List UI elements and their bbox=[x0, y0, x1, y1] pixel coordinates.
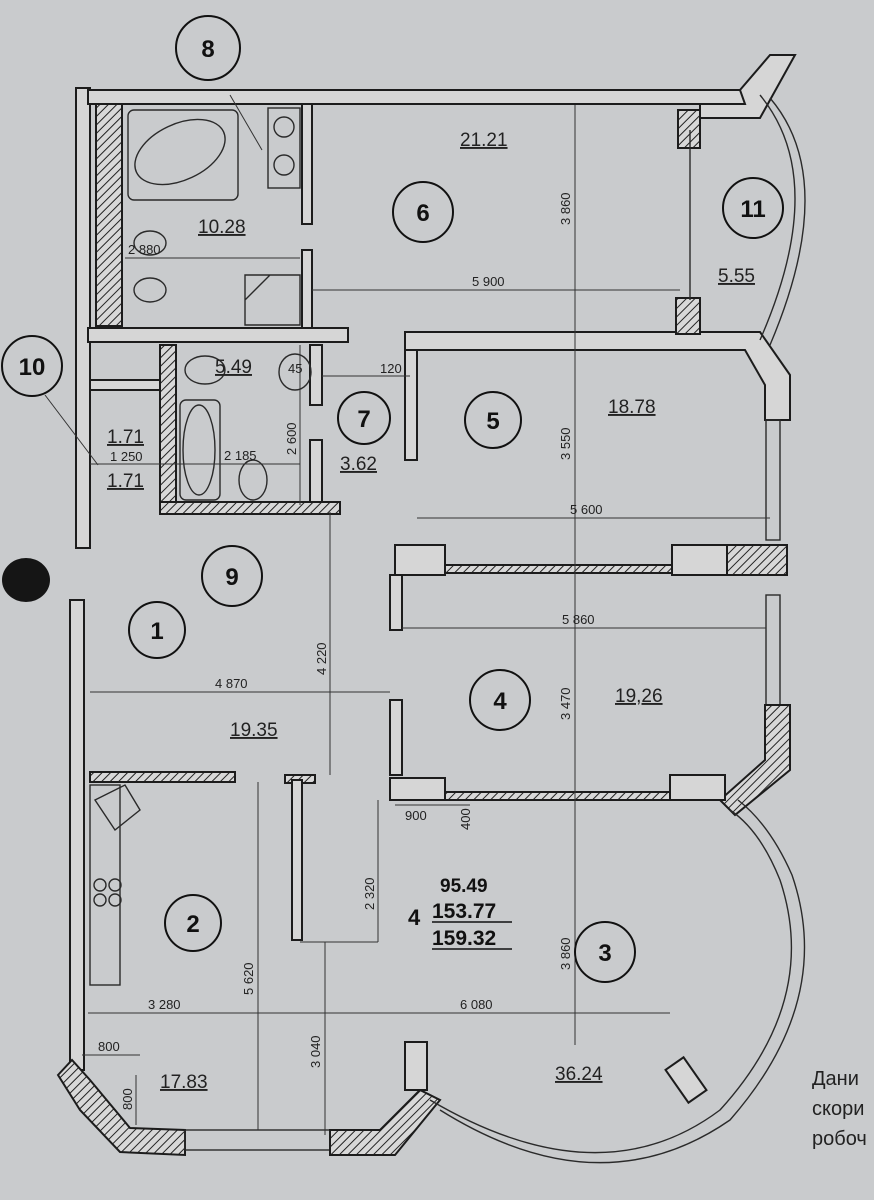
room-9-area: 5.49 bbox=[215, 357, 252, 378]
dimension-label: 6 080 bbox=[460, 997, 493, 1012]
rooms-count: 4 bbox=[408, 905, 421, 930]
dimension-label: 4 220 bbox=[314, 642, 329, 675]
room-1-marker: 1 bbox=[128, 601, 186, 659]
room-7-area: 3.62 bbox=[340, 454, 377, 475]
room-6-marker: 6 bbox=[392, 181, 454, 243]
dimension-label: 2 880 bbox=[128, 242, 161, 257]
dimension-label: 2 320 bbox=[362, 877, 377, 910]
walls bbox=[56, 54, 806, 1164]
dimension-label: 5 600 bbox=[570, 502, 603, 517]
dimension-label: 3 280 bbox=[148, 997, 181, 1012]
dimension-label: 3 550 bbox=[558, 427, 573, 460]
total-with-balcony: 159.32 bbox=[432, 927, 496, 950]
dimension-label: 2 600 bbox=[284, 422, 299, 455]
room-8-marker: 8 bbox=[175, 15, 241, 81]
dimension-label: 800 bbox=[120, 1088, 135, 1110]
room-5-area: 18.78 bbox=[608, 397, 656, 418]
room-3-area: 36.24 bbox=[555, 1064, 603, 1085]
dimension-label: 120 bbox=[380, 361, 402, 376]
punch-hole bbox=[2, 558, 50, 602]
room-10-area: 1.71 bbox=[107, 427, 144, 448]
room-11-area: 5.55 bbox=[718, 266, 755, 287]
dimension-label: 2 185 bbox=[224, 448, 257, 463]
dimension-label: 3 860 bbox=[558, 937, 573, 970]
dimension-label: 400 bbox=[458, 808, 473, 830]
dimension-label: 4 bbox=[493, 688, 507, 715]
dimension-label: 800 bbox=[98, 1039, 120, 1054]
room-11-marker: 11 bbox=[722, 177, 784, 239]
room-10-area-2: 1.71 bbox=[107, 471, 144, 492]
dimension-label: 5 bbox=[486, 408, 499, 435]
room-8-area: 10.28 bbox=[198, 217, 246, 238]
side-note: Дани скори робоч bbox=[812, 1068, 867, 1150]
room-6-area: 21.21 bbox=[460, 130, 508, 151]
dimension-label: робоч bbox=[812, 1128, 867, 1150]
dimension-label: 3 470 bbox=[558, 687, 573, 720]
room-4-marker: 4 bbox=[469, 669, 531, 731]
dimension-label: 3 bbox=[598, 940, 611, 967]
room-4-area: 19,26 bbox=[615, 686, 663, 707]
dimension-label: 10 bbox=[19, 354, 46, 381]
dimension-label: 3 860 bbox=[558, 192, 573, 225]
total-area: 153.77 bbox=[432, 900, 496, 923]
dimension-labels: 2 880 5 900 3 860 120 2 600 2 185 1 250 … bbox=[98, 192, 603, 1110]
dimension-label: 2 bbox=[186, 911, 199, 938]
room-1-area: 19.35 bbox=[230, 720, 278, 741]
dimension-label: 45 bbox=[288, 361, 302, 376]
dimension-lines bbox=[44, 94, 770, 1135]
dimension-label: 8 bbox=[201, 36, 214, 63]
dimension-label: 5 620 bbox=[241, 962, 256, 995]
room-9-marker: 9 bbox=[201, 545, 263, 607]
dimension-label: 6 bbox=[416, 200, 429, 227]
room-3-marker: 3 bbox=[574, 921, 636, 983]
living-area: 95.49 bbox=[440, 876, 488, 897]
room-areas: 19.35 17.83 36.24 19,26 18.78 21.21 3.62… bbox=[107, 130, 755, 1093]
dimension-label: 11 bbox=[740, 196, 765, 223]
room-markers: 1 2 3 4 5 6 7 8 9 10 11 bbox=[1, 15, 784, 983]
dimension-label: 5 860 bbox=[562, 612, 595, 627]
dimension-label: 4 870 bbox=[215, 676, 248, 691]
dimension-label: 9 bbox=[225, 564, 238, 591]
dimension-label: 3 040 bbox=[308, 1035, 323, 1068]
dimension-label: скори bbox=[812, 1098, 864, 1120]
dimension-label: 5 900 bbox=[472, 274, 505, 289]
dimension-label: 900 bbox=[405, 808, 427, 823]
room-5-marker: 5 bbox=[464, 391, 522, 449]
room-7-marker: 7 bbox=[337, 391, 391, 445]
dimension-label: Дани bbox=[812, 1068, 859, 1090]
fixtures bbox=[89, 107, 312, 986]
dimension-label: 7 bbox=[357, 406, 370, 433]
room-2-area: 17.83 bbox=[160, 1072, 208, 1093]
dimension-label: 1 bbox=[150, 618, 163, 645]
apartment-summary: 4 95.49 153.77 159.32 bbox=[408, 876, 512, 950]
room-2-marker: 2 bbox=[164, 894, 222, 952]
room-10-marker: 10 bbox=[1, 335, 63, 397]
dimension-label: 1 250 bbox=[110, 449, 143, 464]
